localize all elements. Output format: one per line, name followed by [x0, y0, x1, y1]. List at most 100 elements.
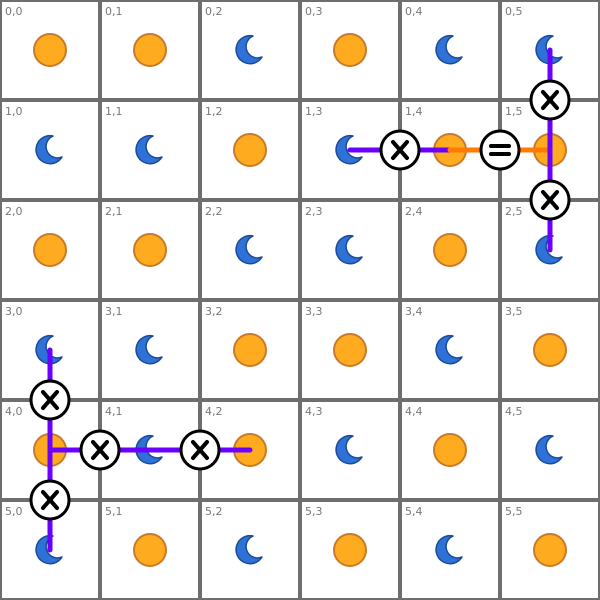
- cell-coordinate-label: 3,0: [5, 305, 23, 318]
- board-cell-5-1[interactable]: 5,1: [100, 500, 200, 600]
- board-cell-2-3[interactable]: 2,3: [300, 200, 400, 300]
- sun-icon: [33, 233, 67, 267]
- moon-icon: [435, 334, 463, 365]
- moon-icon: [435, 534, 463, 565]
- opposite-constraint-badge: [29, 479, 71, 521]
- cell-coordinate-label: 3,1: [105, 305, 123, 318]
- board-cell-5-5[interactable]: 5,5: [500, 500, 600, 600]
- sun-icon: [133, 33, 167, 67]
- board-cell-2-0[interactable]: 2,0: [0, 200, 100, 300]
- sun-icon: [233, 133, 267, 167]
- cell-background: [100, 300, 200, 400]
- board-cell-5-2[interactable]: 5,2: [200, 500, 300, 600]
- moon-icon: [535, 234, 563, 265]
- board-cell-0-4[interactable]: 0,4: [400, 0, 500, 100]
- board-cell-0-0[interactable]: 0,0: [0, 0, 100, 100]
- board-cell-3-1[interactable]: 3,1: [100, 300, 200, 400]
- cell-coordinate-label: 2,2: [205, 205, 223, 218]
- cell-coordinate-label: 3,2: [205, 305, 223, 318]
- cell-coordinate-label: 2,0: [5, 205, 23, 218]
- moon-icon: [135, 334, 163, 365]
- moon-icon: [35, 534, 63, 565]
- opposite-constraint-badge: [379, 129, 421, 171]
- x-icon: [91, 440, 109, 460]
- cell-coordinate-label: 5,2: [205, 505, 223, 518]
- board-cell-5-3[interactable]: 5,3: [300, 500, 400, 600]
- cell-coordinate-label: 4,4: [405, 405, 423, 418]
- moon-icon: [535, 434, 563, 465]
- x-icon: [41, 490, 59, 510]
- x-icon: [191, 440, 209, 460]
- cell-coordinate-label: 4,5: [505, 405, 523, 418]
- cell-coordinate-label: 2,5: [505, 205, 523, 218]
- cell-background: [500, 400, 600, 500]
- cell-coordinate-label: 1,5: [505, 105, 523, 118]
- moon-icon: [335, 134, 363, 165]
- moon-icon: [435, 34, 463, 65]
- cell-coordinate-label: 0,0: [5, 5, 23, 18]
- board-cell-0-2[interactable]: 0,2: [200, 0, 300, 100]
- board-cell-3-3[interactable]: 3,3: [300, 300, 400, 400]
- board-cell-4-5[interactable]: 4,5: [500, 400, 600, 500]
- cell-background: [0, 100, 100, 200]
- sun-icon: [333, 33, 367, 67]
- cell-coordinate-label: 0,1: [105, 5, 123, 18]
- cell-coordinate-label: 5,4: [405, 505, 423, 518]
- board-cell-1-1[interactable]: 1,1: [100, 100, 200, 200]
- opposite-constraint-badge: [29, 379, 71, 421]
- sun-icon: [233, 333, 267, 367]
- cell-background: [400, 300, 500, 400]
- cell-coordinate-label: 2,3: [305, 205, 323, 218]
- opposite-constraint-badge: [79, 429, 121, 471]
- moon-icon: [135, 134, 163, 165]
- board-cell-2-4[interactable]: 2,4: [400, 200, 500, 300]
- opposite-constraint-badge: [179, 429, 221, 471]
- board-cell-4-4[interactable]: 4,4: [400, 400, 500, 500]
- x-icon: [391, 140, 409, 160]
- cell-background: [300, 200, 400, 300]
- cell-coordinate-label: 1,1: [105, 105, 123, 118]
- cell-coordinate-label: 4,1: [105, 405, 123, 418]
- cell-coordinate-label: 5,3: [305, 505, 323, 518]
- cell-coordinate-label: 3,4: [405, 305, 423, 318]
- moon-icon: [535, 34, 563, 65]
- cell-coordinate-label: 1,3: [305, 105, 323, 118]
- cell-coordinate-label: 1,4: [405, 105, 423, 118]
- moon-icon: [35, 334, 63, 365]
- sun-icon: [133, 533, 167, 567]
- cell-coordinate-label: 3,5: [505, 305, 523, 318]
- board-cell-1-0[interactable]: 1,0: [0, 100, 100, 200]
- cell-background: [400, 0, 500, 100]
- board-cell-0-1[interactable]: 0,1: [100, 0, 200, 100]
- sun-icon: [33, 33, 67, 67]
- x-icon: [541, 190, 559, 210]
- board-cell-0-3[interactable]: 0,3: [300, 0, 400, 100]
- x-icon: [41, 390, 59, 410]
- cell-coordinate-label: 0,3: [305, 5, 323, 18]
- board-cell-2-1[interactable]: 2,1: [100, 200, 200, 300]
- cell-background: [400, 500, 500, 600]
- cell-background: [300, 400, 400, 500]
- cell-coordinate-label: 2,4: [405, 205, 423, 218]
- cell-background: [200, 0, 300, 100]
- board-cell-3-2[interactable]: 3,2: [200, 300, 300, 400]
- moon-icon: [135, 434, 163, 465]
- equal-icon: [489, 144, 511, 156]
- moon-icon: [335, 434, 363, 465]
- board-cell-1-2[interactable]: 1,2: [200, 100, 300, 200]
- cell-coordinate-label: 4,2: [205, 405, 223, 418]
- opposite-constraint-badge: [529, 179, 571, 221]
- board-cell-2-2[interactable]: 2,2: [200, 200, 300, 300]
- moon-icon: [235, 534, 263, 565]
- sun-icon: [333, 333, 367, 367]
- cell-coordinate-label: 1,2: [205, 105, 223, 118]
- board-cell-3-4[interactable]: 3,4: [400, 300, 500, 400]
- sun-icon: [433, 233, 467, 267]
- board-cell-5-4[interactable]: 5,4: [400, 500, 500, 600]
- board-cell-4-3[interactable]: 4,3: [300, 400, 400, 500]
- x-icon: [541, 90, 559, 110]
- cell-coordinate-label: 0,4: [405, 5, 423, 18]
- cell-coordinate-label: 0,2: [205, 5, 223, 18]
- board-cell-3-5[interactable]: 3,5: [500, 300, 600, 400]
